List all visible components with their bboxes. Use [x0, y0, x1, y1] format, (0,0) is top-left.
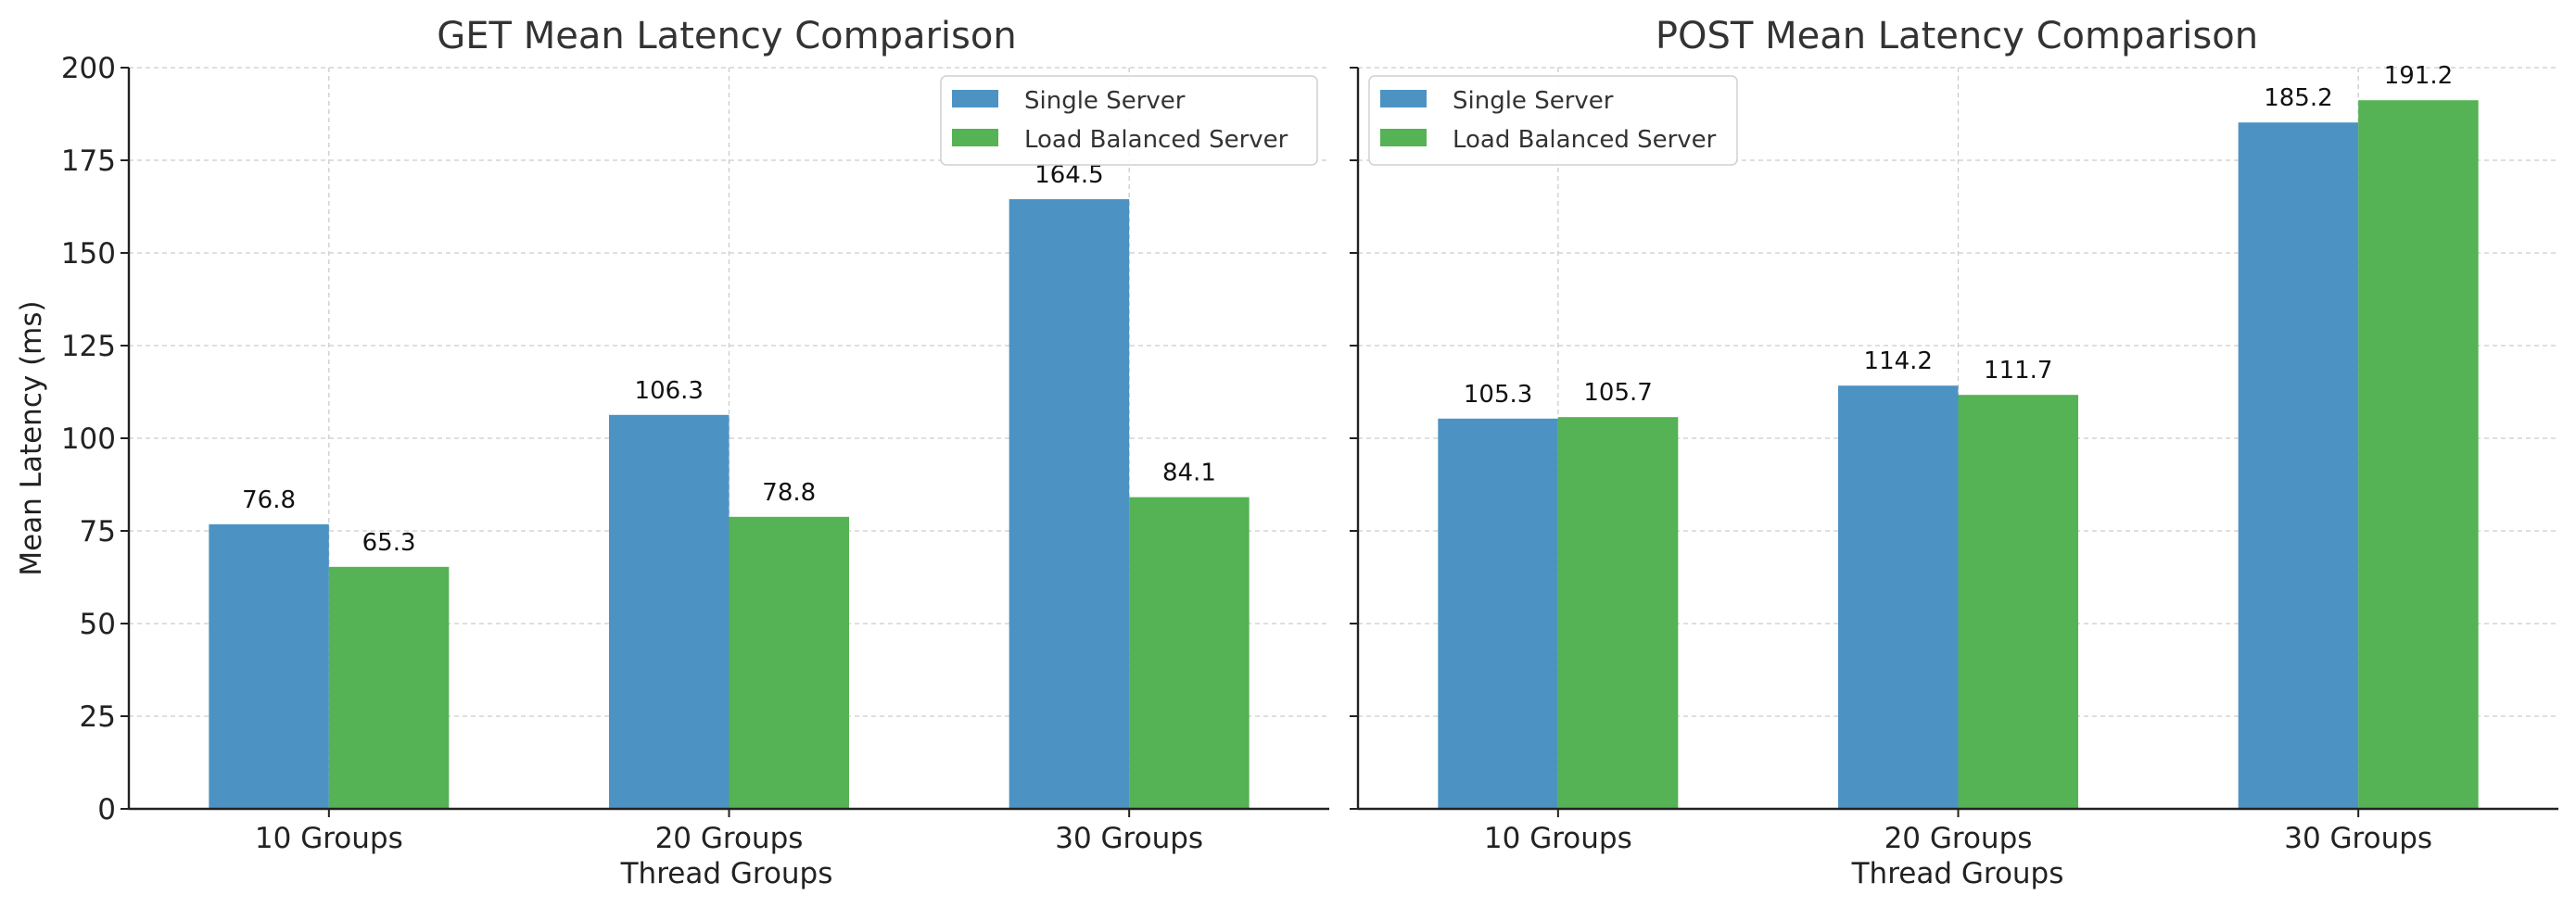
x-axis-ticks: 10 Groups 20 Groups 30 Groups: [255, 809, 1203, 855]
x-tick-label: 10 Groups: [255, 822, 403, 855]
bar-load-balanced-server: [2358, 100, 2479, 809]
bar-series: [1438, 100, 2479, 809]
y-tick-label: 50: [80, 608, 116, 641]
bar-series: [209, 199, 1250, 809]
bar-value-label: 84.1: [1162, 460, 1216, 487]
bar-load-balanced-server: [1129, 497, 1250, 809]
y-tick-label: 100: [61, 422, 116, 456]
y-axis-ticks: [1350, 67, 1358, 810]
post-latency-chart: POST Mean Latency Comparison 105.3114.21…: [1350, 15, 2558, 890]
bar-single-server: [1009, 199, 1130, 809]
legend: Single Server Load Balanced Server: [940, 75, 1318, 166]
y-tick-label: 125: [61, 330, 116, 363]
legend-label-single-server: Single Server: [1024, 87, 1186, 115]
y-tick-label: 75: [80, 515, 116, 549]
bar-value-label: 105.3: [1464, 381, 1532, 409]
legend-box: [1368, 75, 1738, 166]
legend-label-load-balanced: Load Balanced Server: [1453, 126, 1717, 154]
bar-value-label: 164.5: [1034, 161, 1103, 189]
chart-title: POST Mean Latency Comparison: [1656, 15, 2258, 57]
bar-load-balanced-server: [1557, 417, 1679, 809]
bar-single-server: [1438, 418, 1558, 809]
x-axis-label: Thread Groups: [620, 857, 833, 890]
legend-swatch-load-balanced: [952, 129, 998, 146]
x-axis-ticks: 10 Groups 20 Groups 30 Groups: [1484, 809, 2432, 855]
x-tick-label: 20 Groups: [1884, 822, 2033, 855]
bar-value-label: 111.7: [1984, 357, 2052, 385]
bar-single-server: [2238, 122, 2359, 809]
x-tick-label: 20 Groups: [655, 822, 804, 855]
bar-value-label: 65.3: [362, 529, 416, 557]
x-tick-label: 30 Groups: [1055, 822, 1203, 855]
x-tick-label: 30 Groups: [2284, 822, 2432, 855]
bar-load-balanced-server: [328, 566, 450, 809]
bar-value-label: 114.2: [1864, 347, 1933, 375]
bar-load-balanced-server: [729, 516, 849, 809]
bar-value-label: 191.2: [2384, 62, 2453, 90]
y-axis-label: Mean Latency (ms): [15, 300, 48, 575]
bar-load-balanced-server: [1958, 395, 2078, 809]
y-tick-label: 25: [80, 700, 116, 734]
bar-single-server: [1838, 385, 1959, 809]
legend-swatch-single-server: [1380, 90, 1427, 107]
y-tick-label: 0: [97, 793, 116, 826]
legend-box: [940, 75, 1318, 166]
x-axis-label: Thread Groups: [1851, 857, 2064, 890]
y-tick-label: 175: [61, 145, 116, 178]
get-latency-chart: GET Mean Latency Comparison 76.8 106.3 164…: [15, 15, 1329, 890]
bar-value-label: 185.2: [2264, 84, 2332, 112]
legend-swatch-load-balanced: [1380, 129, 1427, 146]
legend-label-single-server: Single Server: [1453, 87, 1614, 115]
legend-label-load-balanced: Load Balanced Server: [1024, 126, 1288, 154]
x-tick-label: 10 Groups: [1484, 822, 1632, 855]
bar-value-label: 76.8: [242, 486, 296, 514]
y-tick-label: 200: [61, 52, 116, 85]
y-axis-ticks: 0 25 50 75 100 125 150 175 200: [61, 52, 129, 826]
legend: Single Server Load Balanced Server: [1368, 75, 1738, 166]
bar-value-label: 105.7: [1583, 379, 1652, 407]
y-tick-label: 150: [61, 237, 116, 271]
bar-value-label: 78.8: [762, 479, 816, 507]
chart-title: GET Mean Latency Comparison: [437, 15, 1016, 57]
bar-single-server: [209, 523, 329, 809]
legend-swatch-single-server: [952, 90, 998, 107]
data-labels: 76.8 106.3 164.5 65.3 78.8 84.1: [242, 161, 1216, 557]
bar-value-label: 106.3: [635, 377, 704, 405]
data-labels: 105.3 114.2 185.2 105.7 111.7 191.2: [1464, 62, 2453, 409]
bar-single-server: [609, 414, 730, 809]
